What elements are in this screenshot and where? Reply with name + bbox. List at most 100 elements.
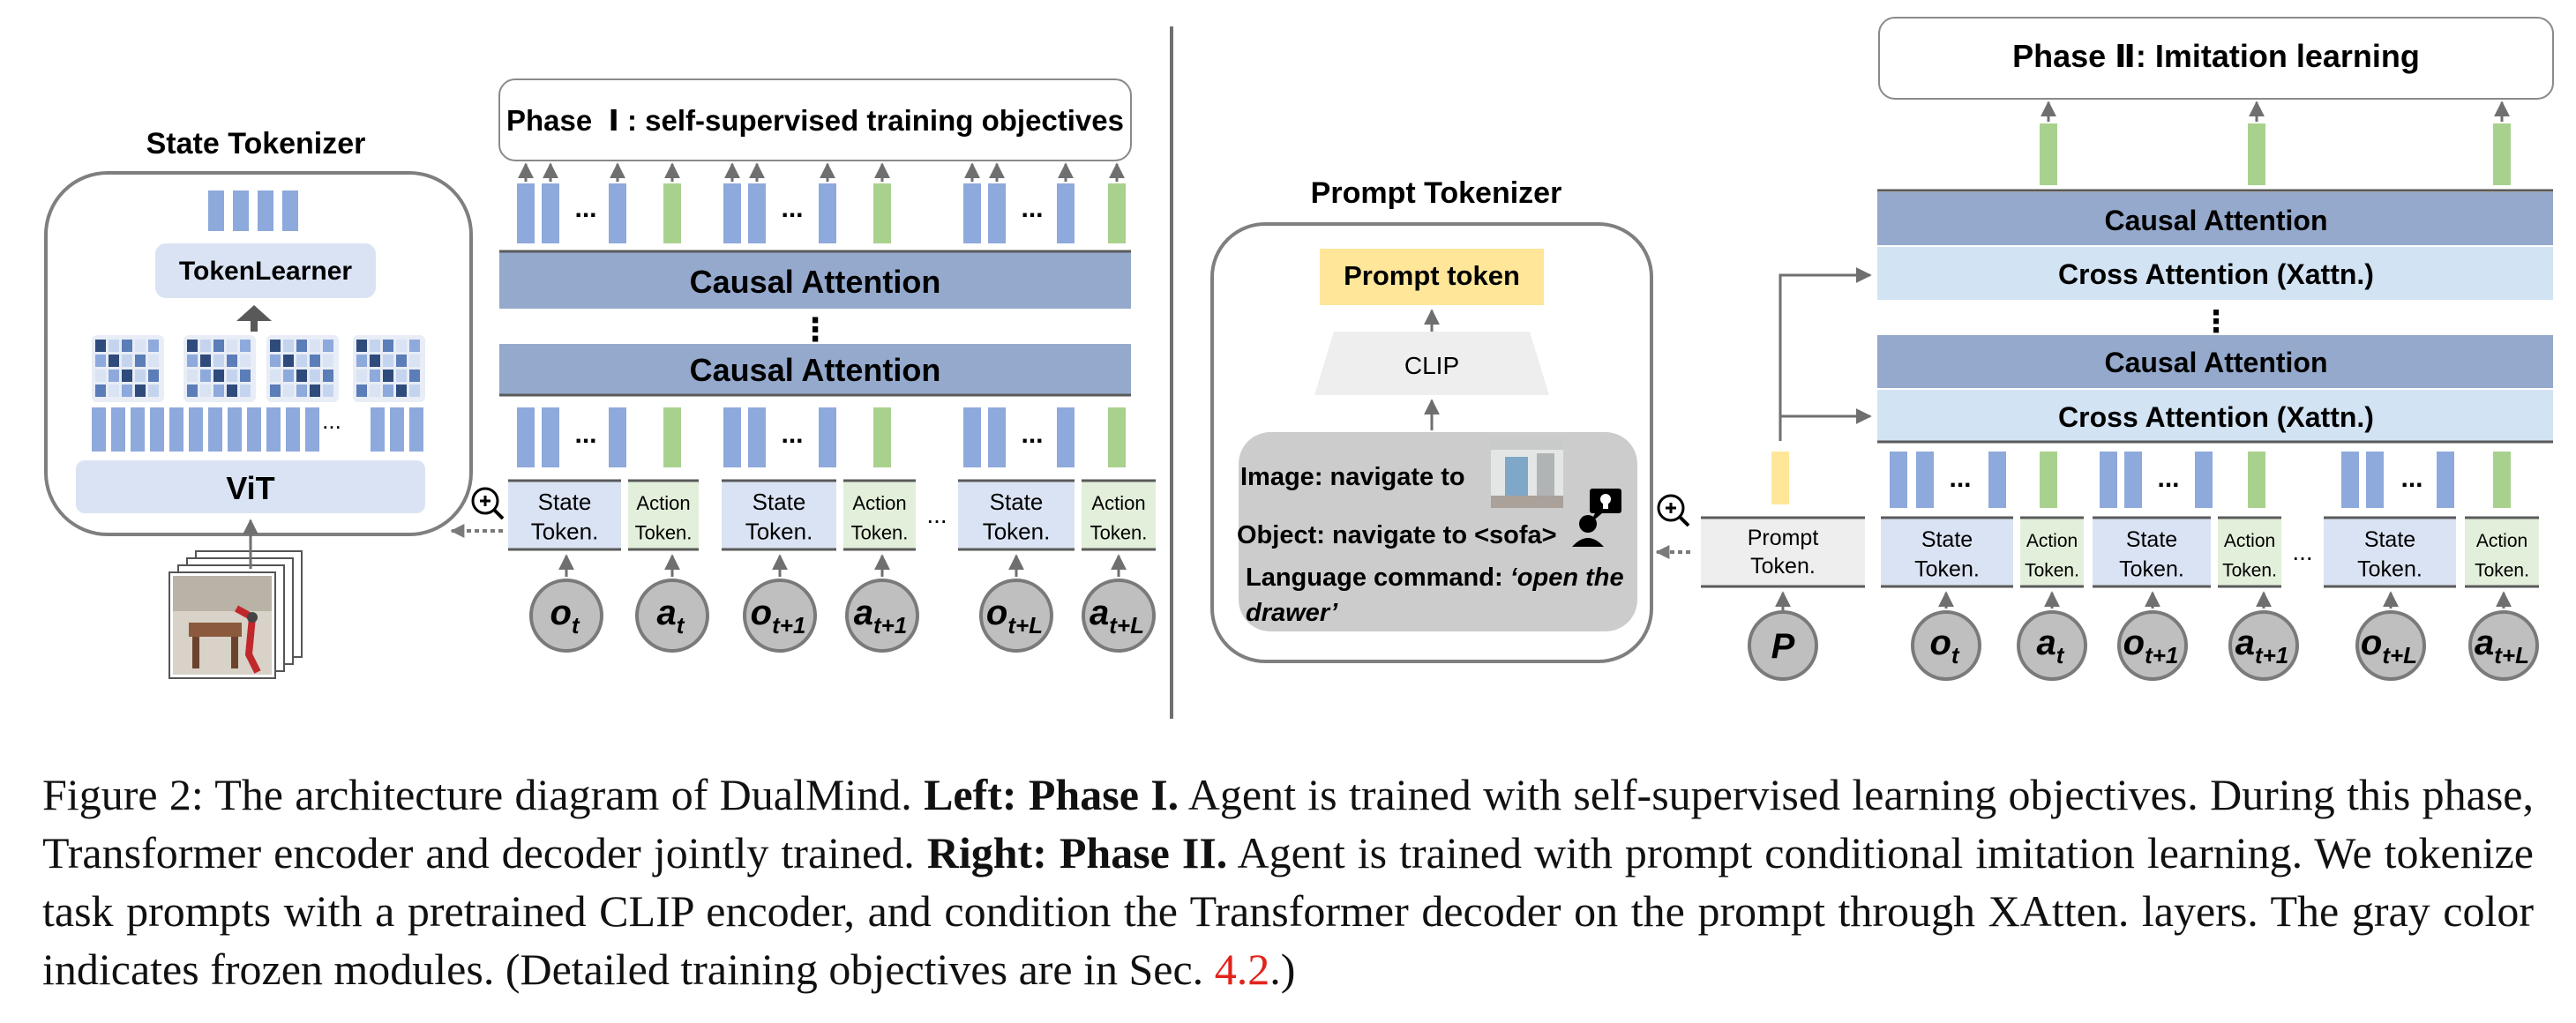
patch-0-3-1: [109, 385, 119, 397]
vit-bar-8: [247, 407, 261, 452]
caption-left-bold: Left: Phase I.: [924, 770, 1179, 819]
p1-input-symbol-5: at+L: [1090, 594, 1144, 638]
object-prompt-line: Object: navigate to <sofa>: [1237, 521, 1557, 549]
p2-token-cell-5: [2465, 519, 2539, 586]
p1-token-cell-0: [508, 482, 621, 549]
patch-1-0-4: [240, 340, 251, 352]
patch-1-1-2: [213, 355, 224, 367]
phase1-output-bars: .........: [517, 183, 1126, 243]
patch-1-0-0: [187, 340, 198, 352]
vit-bar-12: [371, 407, 385, 452]
patch-0-0-2: [122, 340, 132, 352]
causal-attention-layer-top: [499, 250, 1131, 309]
p2-bottom-bar-2-2: [2195, 452, 2213, 508]
p1-token-label1-5: Action: [1091, 492, 1145, 514]
p2-bottom-bar-0-1: [1916, 452, 1934, 508]
p2-token-cell-1: [2020, 519, 2084, 586]
p1-top-bar-0-1: [542, 183, 559, 243]
patch-2-1-2: [296, 355, 307, 367]
causal-attention-label-r1: Causal Attention: [2104, 205, 2327, 236]
p2-bottom-bar-dots-0: ...: [1949, 464, 1971, 493]
caption-section-ref[interactable]: 4.2: [1214, 945, 1270, 994]
p2-input-symbol-4: ot+L: [2361, 624, 2417, 668]
prompt-to-xattn-top: [1778, 267, 1872, 441]
phase1-title-box: [498, 78, 1132, 161]
p1-input-node-1: [635, 579, 709, 653]
patch-3-3-1: [370, 385, 380, 397]
tokenlearner-bar-3: [282, 190, 298, 231]
tokenlearner-box: [155, 243, 376, 298]
patch-1-2-3: [227, 370, 237, 382]
patch-2-0-3: [310, 340, 320, 352]
p1-top-bar-0-0: [517, 183, 535, 243]
p2-input-symbol-3: at+1: [2235, 624, 2289, 668]
patch-3-1-3: [396, 355, 407, 367]
patch-0-0-4: [148, 340, 159, 352]
patch-2-1-1: [283, 355, 294, 367]
patch-1-2-4: [240, 370, 251, 382]
patch-1-1-1: [200, 355, 211, 367]
patch-1-2-2: [213, 370, 224, 382]
patch-1-0-1: [200, 340, 211, 352]
p2-token-cell-4: [2324, 519, 2456, 586]
tokenlearner-bar-0: [208, 190, 224, 231]
p2-bottom-bar-4-2: [2437, 452, 2454, 508]
vit-bar-13: [390, 407, 404, 452]
p1-bottom-bar-dots-2: ...: [781, 420, 803, 449]
vit-bar-14: [409, 407, 423, 452]
tokenlearner-output-bars: [208, 190, 298, 231]
causal-attention-layer-r2: [1877, 335, 2553, 388]
p2-input-node-4: [2355, 610, 2426, 681]
p1-bottom-bar-5-0: [1108, 407, 1126, 467]
p2-bottom-bar-0-0: [1890, 452, 1907, 508]
vit-bar-1: [111, 407, 125, 452]
patch-3-3-4: [409, 385, 420, 397]
p2-input-node-1: [2017, 610, 2087, 681]
patch-2-3-1: [283, 385, 294, 397]
p1-token-cell-4: [958, 482, 1075, 549]
patch-3-0-3: [396, 340, 407, 352]
p1-bottom-bar-2-2: [819, 407, 836, 467]
vit-bar-6: [208, 407, 222, 452]
patch-2-3-0: [270, 385, 281, 397]
p1-bottom-bar-0-1: [542, 407, 559, 467]
p2-input-node-0: [1911, 610, 1981, 681]
patch-2-0-0: [270, 340, 281, 352]
state-tokenizer-title: State Tokenizer: [146, 127, 366, 161]
patch-1-0-3: [227, 340, 237, 352]
p1-token-cell-1: [628, 482, 699, 549]
phase2-title: Phase Ⅱ: Imitation learning: [2012, 38, 2420, 74]
p1-token-label2-3: Token.: [851, 521, 909, 543]
p2-token-label2-5: Token.: [2475, 560, 2529, 580]
causal-attention-label-r2: Causal Attention: [2104, 347, 2327, 378]
patch-3-2-4: [409, 370, 420, 382]
p2-bottom-bar-4-1: [2366, 452, 2384, 508]
phase2-title-box: [1878, 17, 2554, 100]
prompt-token-cell: Prompt Token.: [1701, 516, 1865, 588]
patch-3-1-0: [356, 355, 367, 367]
vit-box: [76, 460, 425, 513]
language-prompt-line-2: drawer’: [1246, 599, 1338, 627]
p1-input-symbol-1: at: [657, 594, 685, 638]
phase2-input-bars: .........: [1890, 452, 2511, 508]
p2-token-label1-0: State: [1921, 527, 1973, 552]
p1-bottom-bar-dots-0: ...: [574, 420, 596, 449]
p1-bottom-bar-4-1: [988, 407, 1006, 467]
patch-0-2-1: [109, 370, 119, 382]
p1-input-node-3: [845, 579, 919, 653]
p1-input-node-5: [1082, 579, 1156, 653]
phase2-output-bars: [2040, 123, 2511, 185]
clip-encoder-shape: [1314, 332, 1549, 395]
cross-attention-layer-r1: [1877, 247, 2553, 300]
p1-top-bar-5-0: [1108, 183, 1126, 243]
p1-token-label2-4: Token.: [983, 518, 1051, 544]
p2-bottom-bar-2-0: [2100, 452, 2117, 508]
causal-attention-layer-r1: [1877, 192, 2553, 245]
patch-3-0-4: [409, 340, 420, 352]
p2-input-node-2: [2117, 610, 2188, 681]
p2-token-label1-3: Action: [2224, 531, 2275, 551]
patch-0-3-4: [148, 385, 159, 397]
patch-3-1-1: [370, 355, 380, 367]
